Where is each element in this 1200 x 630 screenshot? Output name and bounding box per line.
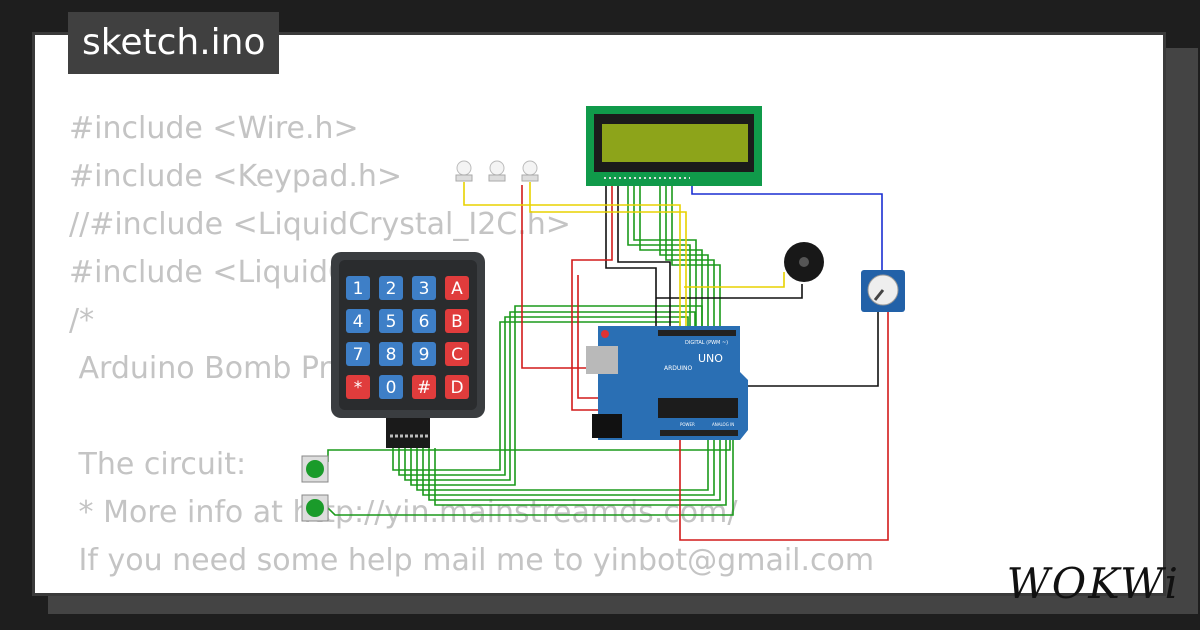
potentiometer [861,270,905,312]
file-tab-label: sketch.ino [82,22,266,63]
keypad-key [445,342,469,366]
code-line: The circuit: [69,447,247,482]
code-line: /* [69,303,95,338]
code-line: If you need some help mail me to yinbot@… [69,543,875,578]
push-buttons [301,455,329,522]
keypad-key-label: 8 [386,345,397,365]
keypad-key [412,276,436,300]
leds [455,160,539,182]
keypad-key-label: 4 [353,312,364,332]
wokwi-logo: WOKWi [1007,559,1180,608]
keypad-key-label: 6 [419,312,430,332]
pot-wire [691,185,883,272]
arduino-label: ARDUINO [664,365,693,372]
keypad-key-label: B [451,312,463,332]
keypad-key-label: * [354,378,363,398]
keypad-key-label: # [417,378,431,398]
signal-wires [463,182,785,330]
keypad-key-label: 3 [419,279,430,299]
wokwi-logo-text: WOKWi [1006,559,1180,608]
led-3 [521,160,539,182]
keypad-key-label: A [451,279,463,299]
power-label: POWER [680,422,695,427]
keypad-key [346,375,370,399]
keypad-key [379,375,403,399]
code-line: #include <Wire.h> [69,111,359,146]
arduino-uno: DIGITAL (PWM ~) UNO ARDUINO POWER ANALOG… [586,326,748,440]
code-line: //#include <LiquidCrystal_I2C.h> [69,207,571,242]
keypad-key [412,309,436,333]
reset-button [601,330,609,338]
keypad-key [412,342,436,366]
digital-label: DIGITAL (PWM ~) [685,340,728,346]
keypad-wires [392,305,727,506]
keypad-key-label: C [451,345,463,365]
led-1 [455,160,473,182]
keypad-key [346,342,370,366]
keypad-key [346,309,370,333]
keypad-key [379,309,403,333]
keypad-key [346,276,370,300]
file-tab[interactable]: sketch.ino [68,12,280,74]
wires [327,182,889,541]
keypad-key-label: 7 [353,345,364,365]
uno-label: UNO [698,352,723,365]
buzzer [784,242,824,282]
push-button-2 [301,494,329,522]
keypad-keys: 1 2 3 A 4 5 6 B 7 8 9 C * 0 # D [346,276,469,399]
keypad-key [445,276,469,300]
keypad-key-label: 2 [386,279,397,299]
keypad-key [379,276,403,300]
keypad-key-label: D [450,378,463,398]
atmega-chip [658,398,738,418]
keypad-key [412,375,436,399]
lcd-display [602,124,748,162]
keypad-key-label: 5 [386,312,397,332]
keypad-key [379,342,403,366]
digital-header [658,330,736,336]
keypad-key-label: 0 [386,378,397,398]
analog-header [660,430,738,436]
lcd-data-wires [627,185,721,332]
keypad-key-label: 1 [353,279,364,299]
keypad-key-label: 9 [419,345,430,365]
lcd-module [586,106,762,186]
power-jack [592,414,622,438]
analog-label: ANALOG IN [712,422,734,427]
keypad-key [445,375,469,399]
code-background: #include <Wire.h> #include <Keypad.h> //… [69,105,874,585]
code-line: * More info at http://yin.mainstreamds.c… [69,495,738,530]
code-line: #include <Keypad.h> [69,159,403,194]
led-2 [488,160,506,182]
usb-port [586,346,618,374]
keypad-key [445,309,469,333]
code-line: Arduino Bomb Prop [69,351,368,386]
keypad: 1 2 3 A 4 5 6 B 7 8 9 C * 0 # D [331,252,485,448]
button-wires [327,440,734,516]
push-button-1 [301,455,329,483]
